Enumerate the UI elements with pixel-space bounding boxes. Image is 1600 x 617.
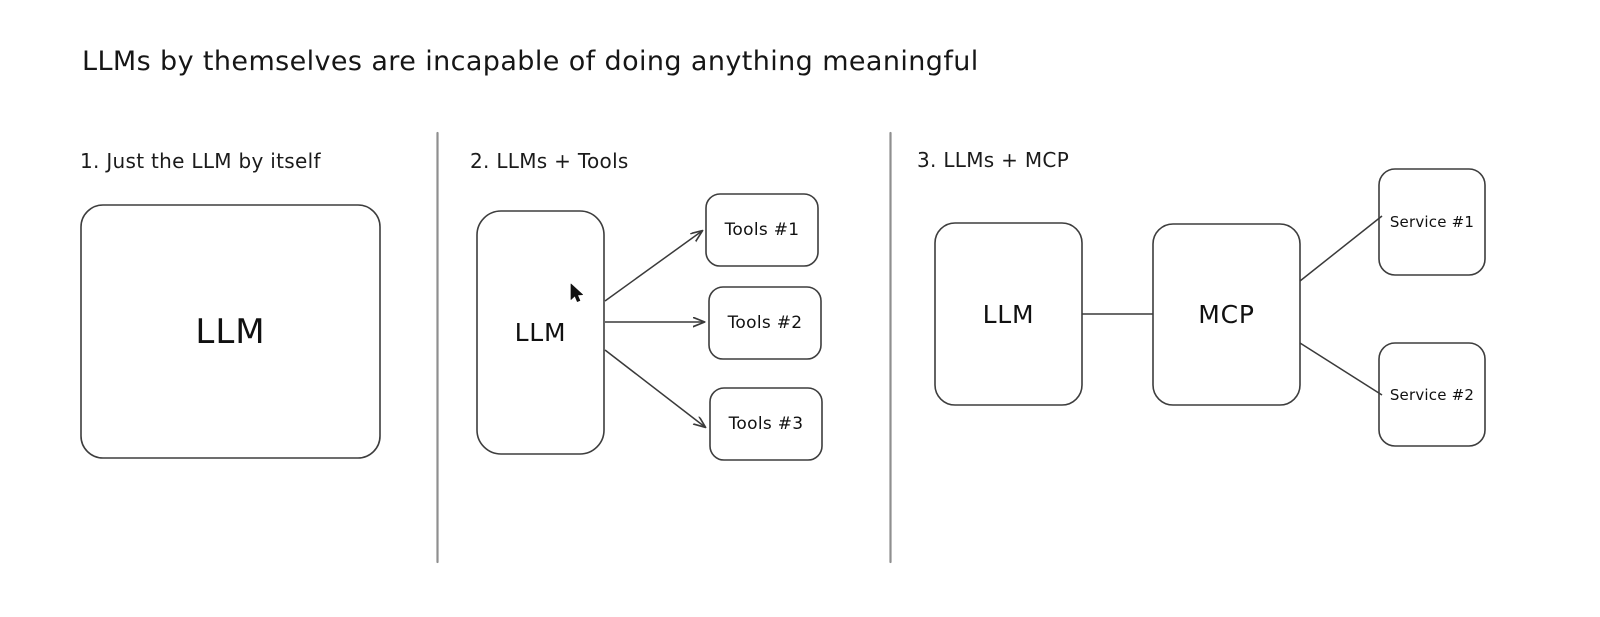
node-box-llm-section3[interactable]: [934, 222, 1083, 406]
mouse-cursor-icon: [570, 283, 583, 302]
page-title: LLMs by themselves are incapable of doin…: [82, 46, 979, 77]
node-box-llm-section1[interactable]: [80, 204, 381, 459]
node-box-service-1[interactable]: [1378, 168, 1486, 276]
node-box-mcp[interactable]: [1152, 223, 1301, 406]
connector-llm-to-tools-3: [604, 349, 705, 427]
connector-mcp-to-service-2: [1299, 342, 1383, 396]
connector-mcp-to-service-1: [1299, 215, 1383, 282]
connector-llm-to-tools-1: [604, 231, 702, 302]
section-heading-3: 3. LLMs + MCP: [917, 148, 1070, 172]
section-heading-1: 1. Just the LLM by itself: [80, 149, 321, 173]
node-box-tools-2[interactable]: [708, 286, 822, 360]
node-box-llm-section2[interactable]: [476, 210, 605, 455]
node-box-tools-3[interactable]: [709, 387, 823, 461]
section-heading-2: 2. LLMs + Tools: [470, 149, 629, 173]
node-box-tools-1[interactable]: [705, 193, 819, 267]
node-box-service-2[interactable]: [1378, 342, 1486, 447]
